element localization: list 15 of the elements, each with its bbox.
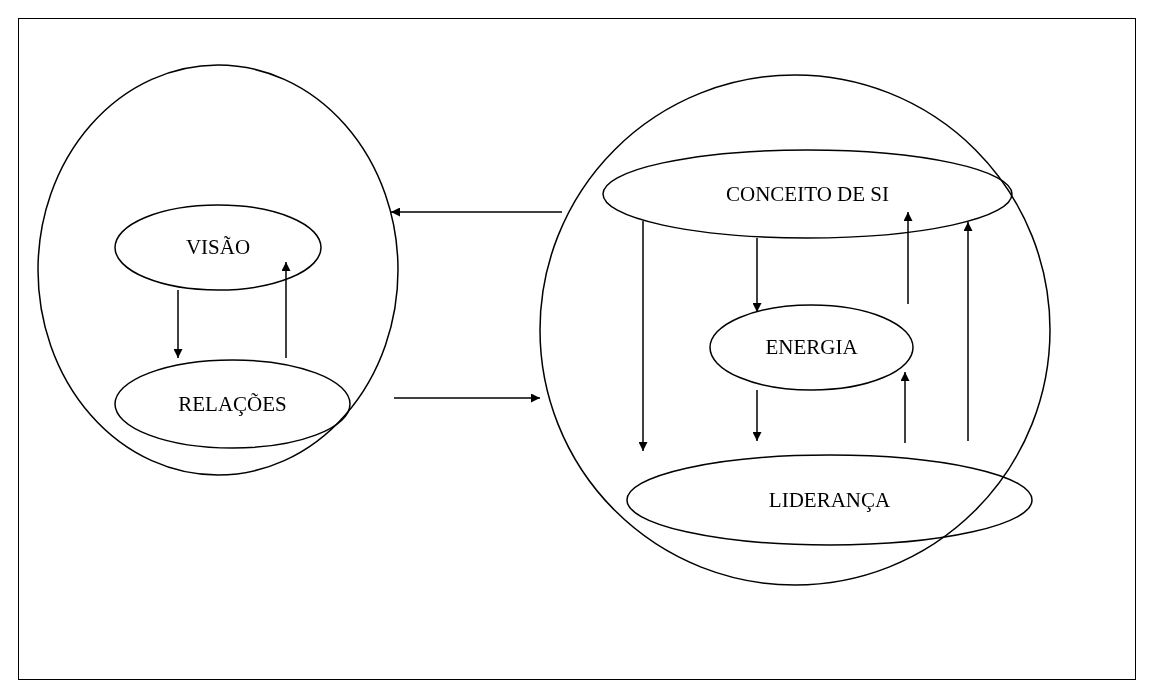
node-label: LIDERANÇA: [768, 487, 891, 513]
node-label: CONCEITO DE SI: [726, 181, 889, 207]
arrow: [638, 220, 648, 452]
arrow: [173, 289, 183, 359]
node-label: RELAÇÕES: [178, 391, 287, 417]
arrow: [752, 389, 762, 442]
node-label: VISÃO: [185, 235, 251, 260]
arrow: [900, 371, 910, 444]
arrow: [963, 221, 973, 442]
arrow: [393, 393, 541, 403]
arrow: [390, 207, 563, 217]
arrow: [903, 211, 913, 305]
arrow: [752, 237, 762, 313]
arrow: [281, 261, 291, 359]
node-label: ENERGIA: [765, 335, 858, 360]
